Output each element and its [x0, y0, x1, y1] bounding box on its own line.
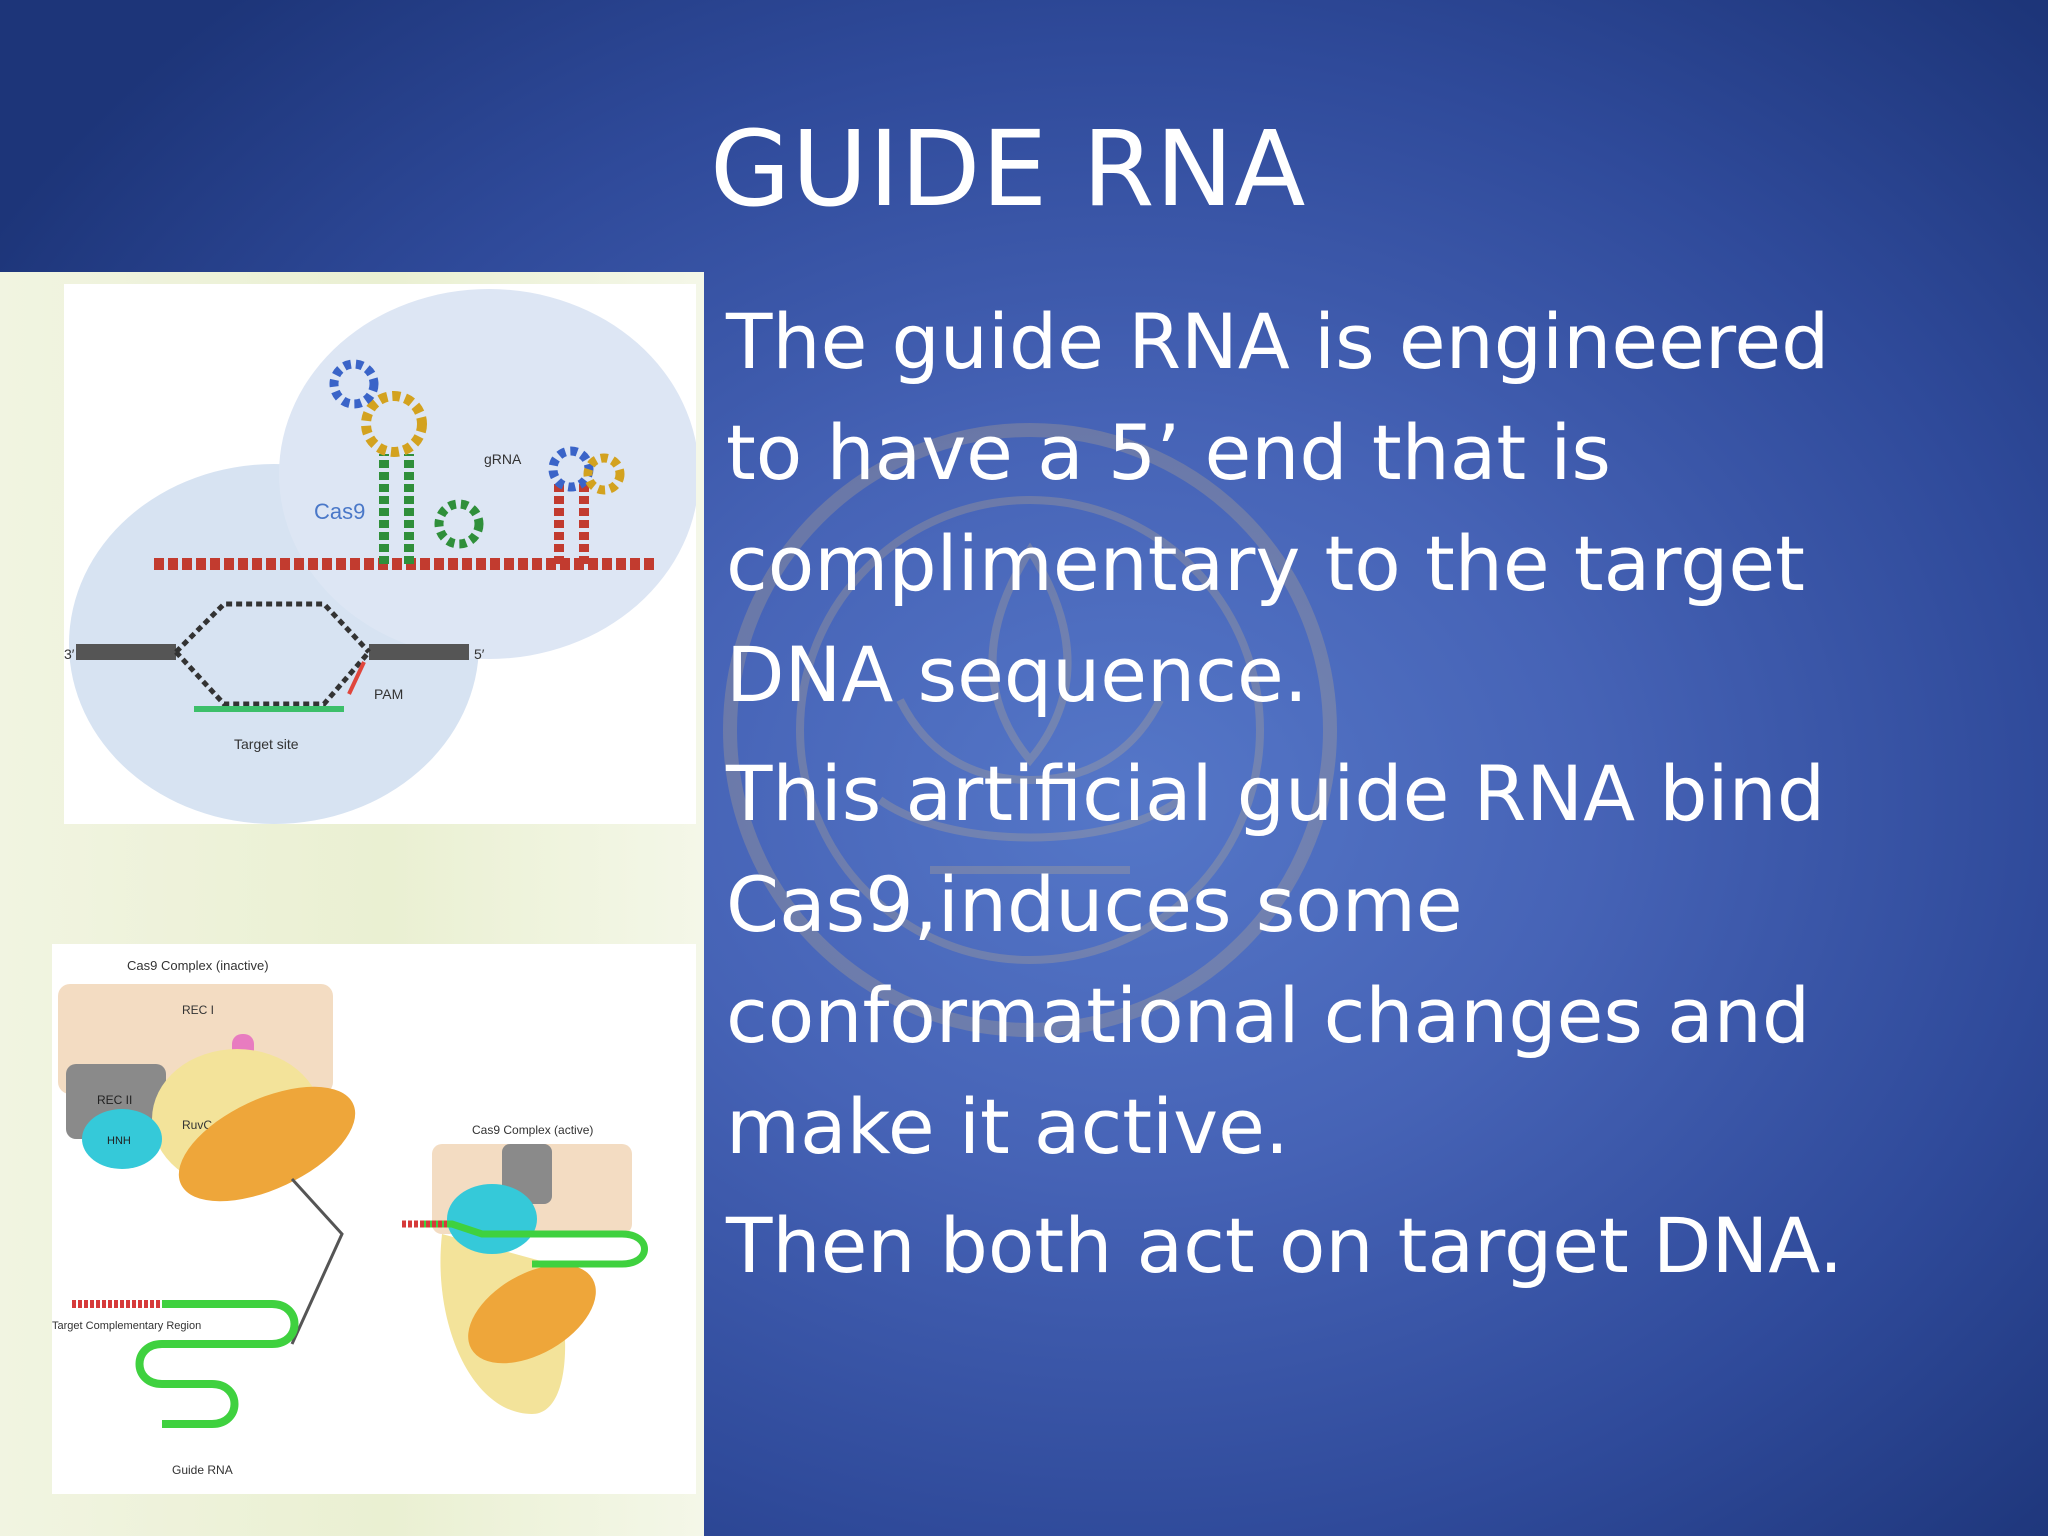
dna-bottom-strand [174, 650, 371, 707]
slide-title: GUIDE RNA [710, 108, 1307, 230]
active-hnh-domain [447, 1184, 537, 1254]
cas9-activation-figure: Cas9 Complex (inactive) REC I REC II Ruv… [52, 944, 696, 1494]
paragraph-1-line-3: complimentary to the target [726, 519, 1805, 608]
grna-loop-2 [329, 359, 379, 409]
paragraph-1-line-1: The guide RNA is engineered [726, 297, 1830, 386]
paragraph-1: The guide RNA is engineered to have a 5’… [726, 286, 2016, 730]
paragraph-1-line-4: DNA sequence. [726, 630, 1308, 719]
paragraph-1-line-2: to have a 5’ end that is [726, 408, 1612, 497]
grna-stem-2 [554, 484, 589, 564]
pam-label: PAM [374, 686, 403, 702]
university-seal-watermark [723, 423, 1337, 1037]
paragraph-2: This artificial guide RNA bind Cas9,indu… [726, 738, 2016, 1182]
pam-interacting-domain [178, 1086, 356, 1202]
paragraph-2-line-2: Cas9,induces some [726, 860, 1463, 949]
target-site-label: Target site [234, 736, 299, 752]
hnh-label: HNH [107, 1135, 131, 1147]
ruvc-label: RuvC [182, 1118, 212, 1132]
dna-top-strand [174, 601, 371, 654]
grna-loop-4 [548, 446, 594, 492]
rec2-label: REC II [97, 1093, 132, 1107]
hnh-domain [82, 1109, 162, 1169]
grna-stem-1 [379, 454, 414, 564]
paragraph-3: Then both act on target DNA. [726, 1190, 2016, 1301]
guide-rna-label: Guide RNA [172, 1463, 233, 1477]
dna-right-duplex [369, 644, 469, 660]
activation-arrow [290, 1177, 344, 1345]
active-pam-interacting-domain [468, 1264, 596, 1364]
active-guide-rna [422, 1220, 648, 1268]
slide-body: The guide RNA is engineered to have a 5’… [726, 286, 2016, 1309]
guide-rna-strand [135, 1300, 299, 1428]
dna-left-duplex [76, 644, 176, 660]
paragraph-3-line-1: Then both act on target DNA. [726, 1201, 1844, 1290]
grna-loop-5 [583, 453, 625, 495]
five-prime-label: 5′ [474, 646, 485, 662]
grna-loop-3 [434, 499, 484, 549]
cas9-label: Cas9 [314, 499, 365, 524]
grna-label: gRNA [484, 451, 522, 467]
paragraph-2-line-3: conformational changes and [726, 971, 1811, 1060]
target-complementary-label: Target Complementary Region [52, 1320, 201, 1332]
active-complex-label: Cas9 Complex (active) [472, 1123, 593, 1137]
three-prime-label: 3′ [64, 646, 75, 662]
paragraph-2-line-4: make it active. [726, 1082, 1290, 1171]
inactive-complex-label: Cas9 Complex (inactive) [127, 958, 269, 973]
cas9-grna-target-figure: Cas9 gRNA Target site PAM 3′ 5′ [64, 284, 696, 824]
rec1-label: REC I [182, 1003, 214, 1017]
grna-loop-1 [361, 391, 427, 457]
paragraph-2-line-1: This artificial guide RNA bind [726, 749, 1826, 838]
cas9-lobe-upper [279, 289, 696, 659]
pam-mark [347, 661, 366, 695]
